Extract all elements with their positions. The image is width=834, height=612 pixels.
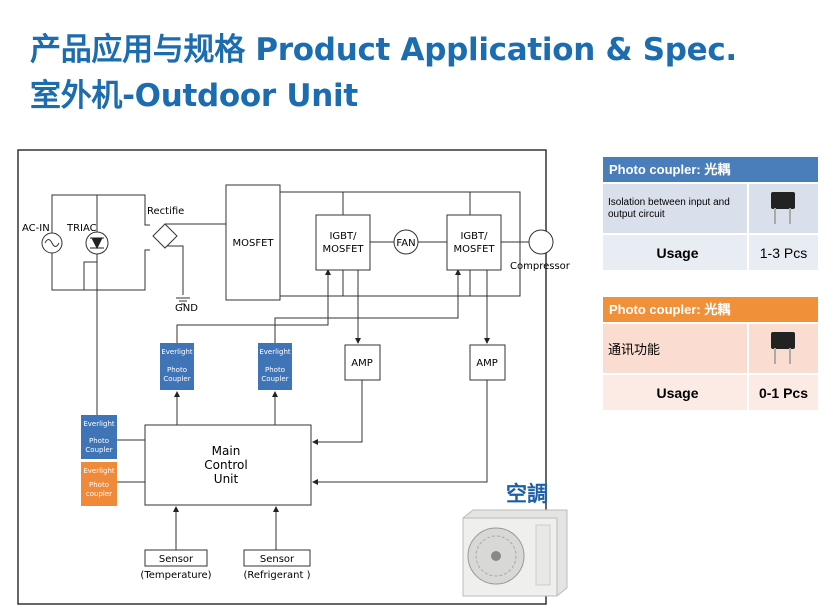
- photo-coupler-top-1: [160, 343, 194, 390]
- coupler-label: Everlight: [83, 467, 115, 475]
- rectifier-label: Rectifie: [147, 206, 184, 217]
- sensor-refrigerant: [243, 549, 311, 567]
- table-desc: Isolation between input and output circu…: [603, 184, 749, 233]
- fan-circle: [393, 229, 419, 255]
- fan-label: FAN: [396, 238, 415, 249]
- main-control-unit: [144, 424, 312, 506]
- igbt-compressor-block: [446, 214, 502, 271]
- photo-coupler-top-2: [258, 343, 292, 390]
- sensor-temperature: [144, 549, 208, 567]
- amp-block-1: [344, 344, 381, 381]
- ac-in-label: AC-IN: [22, 223, 50, 234]
- coupler-label: Photo: [265, 366, 285, 374]
- amp1-label: AMP: [351, 358, 373, 369]
- sensor-label: Sensor: [159, 554, 194, 565]
- sensor-label: Sensor: [260, 554, 295, 565]
- coupler-label: Everlight: [83, 420, 115, 428]
- spec-table-communication: Photo coupler: 光耦 通讯功能 Usage 0-1 Pcs: [603, 297, 818, 410]
- compressor-label: Compressor: [510, 261, 571, 272]
- coupler-label: Everlight: [259, 348, 291, 356]
- usage-value: 0-1 Pcs: [758, 384, 809, 401]
- igbt1-label-2: MOSFET: [322, 244, 364, 255]
- main-unit-label: Main: [212, 444, 241, 458]
- mosfet-block: [225, 184, 281, 301]
- outdoor-unit-image: [462, 509, 568, 597]
- aircon-label: 空調: [506, 482, 548, 506]
- usage-label: Usage: [603, 235, 749, 270]
- compressor-circle: [528, 229, 554, 255]
- coupler-label: coupler: [86, 490, 112, 498]
- photo-coupler-chip-icon: [749, 184, 818, 233]
- sensor-sub-label: (Refrigerant ): [243, 570, 310, 581]
- coupler-label: Photo: [167, 366, 187, 374]
- igbt2-label-2: MOSFET: [453, 244, 495, 255]
- triac-label: TRIAC: [66, 223, 97, 234]
- table-desc: 通讯功能: [603, 324, 749, 373]
- sensor-sub-label: (Temperature): [140, 570, 211, 581]
- spec-table-isolation: Photo coupler: 光耦 Isolation between inpu…: [603, 157, 818, 270]
- coupler-label: Coupler: [85, 446, 112, 454]
- photo-coupler-left-blue: [81, 415, 117, 459]
- usage-label: Usage: [603, 375, 749, 410]
- igbt2-label: IGBT/: [460, 231, 488, 242]
- photo-coupler-chip-icon: [749, 324, 818, 373]
- coupler-label: Coupler: [163, 375, 190, 383]
- table-header: Photo coupler: 光耦: [603, 157, 818, 182]
- mosfet-label: MOSFET: [232, 238, 274, 249]
- gnd-label: GND: [175, 303, 198, 314]
- coupler-label: Coupler: [261, 375, 288, 383]
- table-header: Photo coupler: 光耦: [603, 297, 818, 322]
- photo-coupler-left-orange: [81, 462, 117, 506]
- igbt1-label: IGBT/: [329, 231, 357, 242]
- page-title: 产品应用与规格 Product Application & Spec.: [30, 32, 737, 68]
- rectifier-bridge-icon: [152, 223, 178, 249]
- page-subtitle: 室外机-Outdoor Unit: [30, 78, 358, 114]
- coupler-label: Photo: [89, 437, 109, 445]
- igbt-fan-block: [315, 214, 371, 271]
- coupler-label: Everlight: [161, 348, 193, 356]
- amp-block-2: [469, 344, 506, 381]
- amp2-label: AMP: [476, 358, 498, 369]
- coupler-label: Photo: [89, 481, 109, 489]
- main-unit-label: Control: [204, 458, 247, 472]
- usage-value: 1-3 Pcs: [759, 244, 808, 261]
- main-unit-label: Unit: [214, 472, 239, 486]
